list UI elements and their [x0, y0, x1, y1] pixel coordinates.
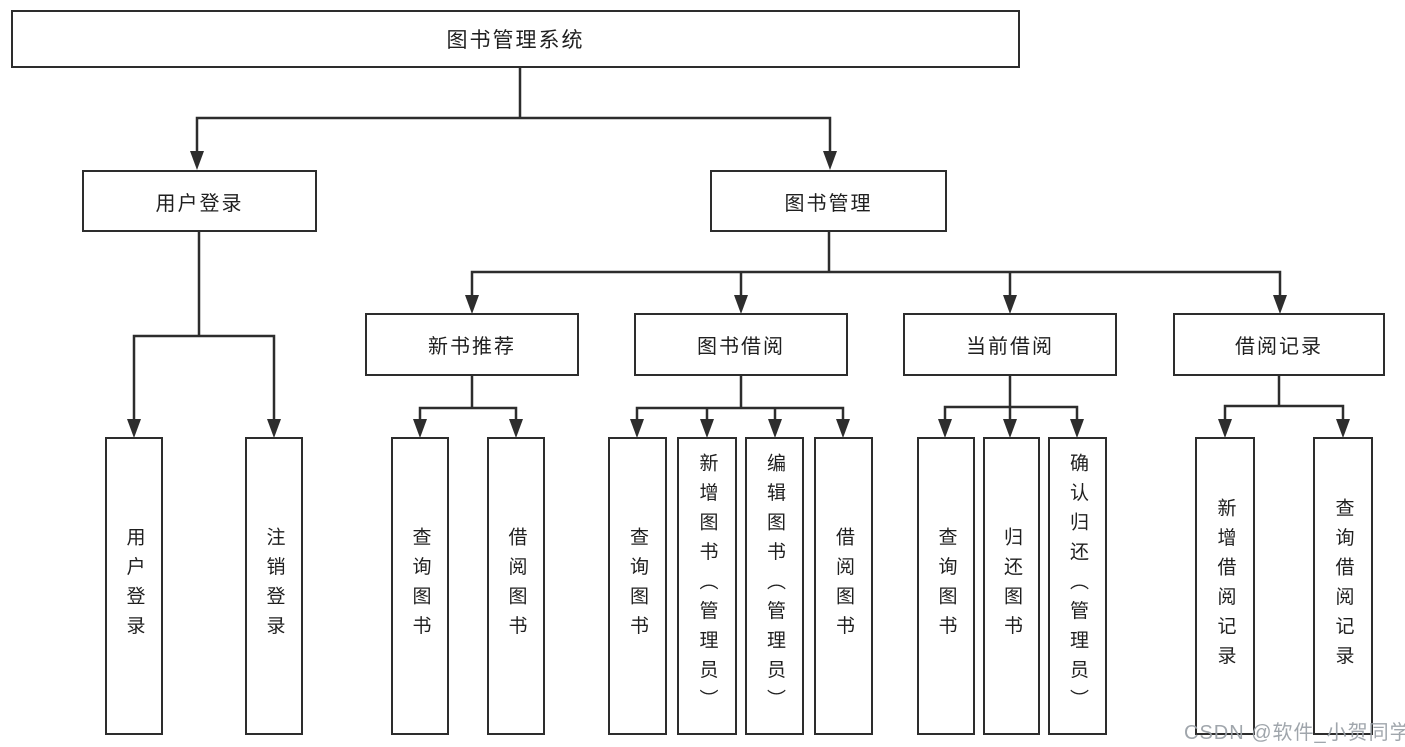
node-label: 当前借阅 [966, 336, 1054, 358]
node-current-borrowing: 当前借阅 [903, 313, 1117, 376]
node-label: 新书推荐 [428, 336, 516, 358]
node-return-books: 归还图书 [983, 437, 1040, 735]
arrow-down-icon [1218, 419, 1232, 438]
node-label: 新增借阅记录 [1214, 497, 1236, 675]
connector-user-login [132, 230, 276, 423]
node-current-query-books: 查询图书 [917, 437, 975, 735]
connector-book-borrowing [635, 374, 845, 423]
arrow-down-icon [700, 419, 714, 438]
arrow-down-icon [630, 419, 644, 438]
node-label: 查询图书 [935, 527, 957, 645]
csdn-watermark: CSDN @软件_小贺同学 [1184, 722, 1405, 744]
arrow-down-icon [836, 419, 850, 438]
arrow-down-icon [127, 419, 141, 438]
node-add-borrow-record: 新增借阅记录 [1195, 437, 1255, 735]
node-label: 用户登录 [155, 192, 244, 215]
node-book-borrowing: 图书借阅 [634, 313, 848, 376]
node-label: 图书管理 [784, 192, 873, 215]
node-label: 查询借阅记录 [1332, 497, 1354, 675]
arrow-down-icon [413, 419, 427, 438]
node-query-borrow-record: 查询借阅记录 [1313, 437, 1373, 735]
node-borrowing-query-books: 查询图书 [608, 437, 667, 735]
node-label: 借阅图书 [505, 527, 527, 645]
node-add-book-admin: 新增图书（管理员） [677, 437, 737, 735]
node-label: 确认归还（管理员） [1067, 453, 1088, 719]
node-label: 借阅图书 [833, 527, 854, 645]
arrow-down-icon [1273, 295, 1287, 314]
connector-new-book [418, 374, 518, 423]
node-label: 编辑图书（管理员） [764, 453, 785, 719]
node-logout: 注销登录 [245, 437, 303, 735]
node-label: 归还图书 [1001, 527, 1022, 645]
node-label: 注销登录 [263, 527, 285, 645]
node-user-login-leaf: 用户登录 [105, 437, 163, 735]
node-label: 借阅记录 [1235, 336, 1323, 358]
node-label: 用户登录 [123, 527, 145, 645]
arrow-down-icon [1070, 419, 1084, 438]
node-library-management-system: 图书管理系统 [11, 10, 1020, 68]
arrowheads [127, 151, 1350, 438]
node-new-book-recommendation: 新书推荐 [365, 313, 579, 376]
arrow-down-icon [823, 151, 837, 170]
node-borrowing-records: 借阅记录 [1173, 313, 1385, 376]
node-recommend-borrow-books: 借阅图书 [487, 437, 545, 735]
arrow-down-icon [1003, 295, 1017, 314]
arrow-down-icon [1003, 419, 1017, 438]
node-label: 查询图书 [627, 527, 648, 645]
arrow-down-icon [768, 419, 782, 438]
arrow-down-icon [465, 295, 479, 314]
arrow-down-icon [734, 295, 748, 314]
node-borrowing-borrow-books: 借阅图书 [814, 437, 873, 735]
arrow-down-icon [509, 419, 523, 438]
arrow-down-icon [938, 419, 952, 438]
connector-borrow-records [1223, 374, 1345, 423]
node-label: 图书借阅 [697, 336, 785, 358]
node-recommend-query-books: 查询图书 [391, 437, 449, 735]
node-edit-book-admin: 编辑图书（管理员） [745, 437, 804, 735]
node-label: 新增图书（管理员） [696, 453, 718, 719]
node-book-management: 图书管理 [710, 170, 947, 232]
node-label: 查询图书 [409, 527, 431, 645]
node-user-login: 用户登录 [82, 170, 317, 232]
arrow-down-icon [267, 419, 281, 438]
connector-book-management [470, 230, 1282, 299]
node-confirm-return-admin: 确认归还（管理员） [1048, 437, 1107, 735]
connector-current-borrowing [943, 374, 1079, 423]
arrow-down-icon [190, 151, 204, 170]
connector-root [195, 66, 832, 155]
arrow-down-icon [1336, 419, 1350, 438]
node-label: 图书管理系统 [446, 29, 585, 52]
